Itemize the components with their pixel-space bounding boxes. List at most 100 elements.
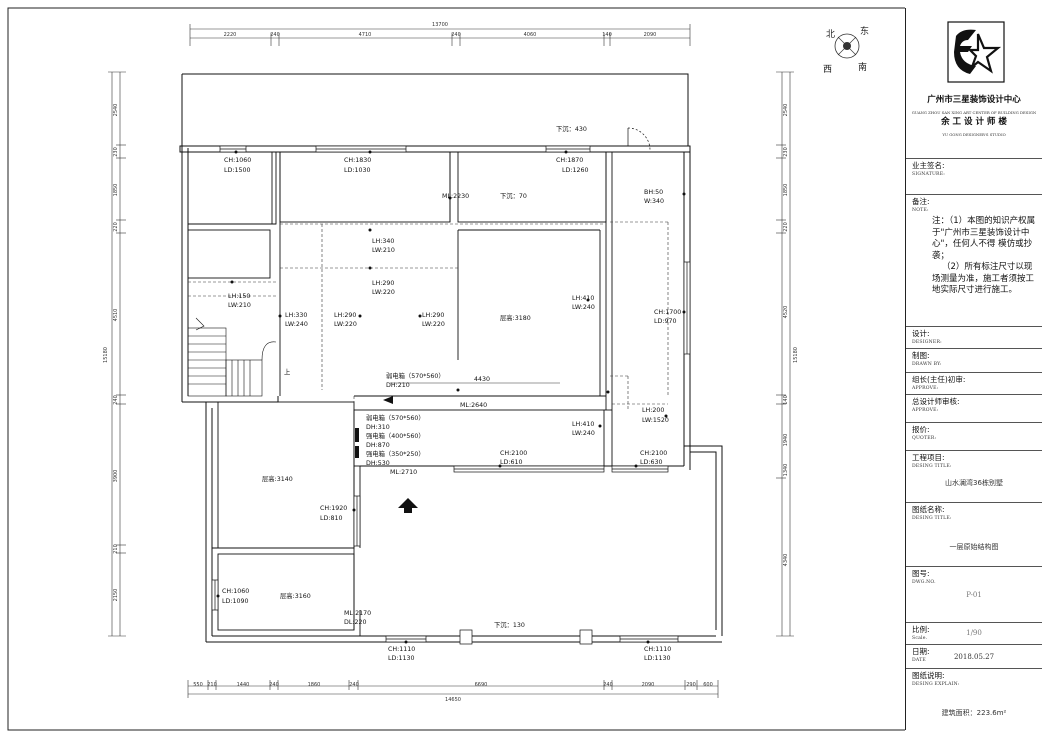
drawn-label-en: DRAWN BY: — [912, 362, 942, 367]
label-ld1130a: LD:1130 — [388, 655, 415, 662]
compass-icon: 北 东 西 南 — [823, 25, 869, 75]
label-ml2710: ML:2710 — [390, 469, 417, 476]
label-ld970: LD:970 — [654, 318, 677, 325]
label-ch1060: CH:1060 — [224, 157, 251, 164]
note-row: 备注: NOTE: — [906, 194, 1042, 326]
drawn-row: 制图: DRAWN BY: — [906, 348, 1042, 372]
dim-bottom-6: 240 — [349, 682, 359, 688]
floor-plan: 13700 2220 240 4710 240 4060 140 2090 55… — [7, 7, 905, 731]
plan-label-group: 下沉：430 CH:1060 LD:1500 CH:1830 LD:1030 C… — [222, 125, 681, 662]
label-w340: W:340 — [644, 198, 664, 205]
quoter-label: 报价: — [912, 425, 930, 434]
label-lh150: LH:150 — [228, 293, 250, 300]
compass-south: 南 — [858, 61, 867, 73]
drawing-row: 图纸名称: DESING TITLE: 一层原始结构图 — [906, 502, 1042, 566]
explain-label: 图纸说明: — [912, 671, 945, 680]
label-lw240c: LW:240 — [572, 430, 595, 437]
dim-left-1: 2540 — [113, 104, 119, 117]
windows — [211, 145, 691, 645]
label-lh290c: LH:290 — [422, 312, 444, 319]
compass-west: 西 — [823, 64, 832, 75]
chief-label: 总设计师审核: — [912, 397, 960, 406]
beam-lines — [188, 221, 669, 410]
dim-right-4: 220 — [783, 222, 789, 232]
drawing-label: 图纸名称: — [912, 505, 945, 514]
project-label-en: DESING TITLE: — [912, 464, 952, 469]
label-ld1500: LD:1500 — [224, 167, 251, 174]
dim-top-7: 2090 — [644, 32, 657, 38]
date-label-en: DATE — [912, 658, 926, 663]
label-ml2170: ML:2170 — [344, 610, 371, 617]
dim-right-7: 1940 — [783, 434, 789, 447]
label-lw210: LW:210 — [372, 247, 395, 254]
door-icon — [627, 127, 666, 151]
signature-label: 业主签名: — [912, 161, 945, 170]
dim-bottom-1: 550 — [193, 682, 203, 688]
label-ld1090: LD:1090 — [222, 598, 249, 605]
staircase-icon — [187, 317, 277, 397]
label-height-3160: 层高:3160 — [280, 591, 311, 600]
label-ch2100b: CH:2100 — [640, 450, 667, 457]
label-weak-box2: 弱电箱（570*560） — [366, 413, 425, 422]
label-lw1520: LW:1520 — [642, 417, 669, 424]
label-ld1030: LD:1030 — [344, 167, 371, 174]
label-height-3140: 层高:3140 — [262, 474, 293, 483]
label-ch1870: CH:1870 — [556, 157, 583, 164]
label-bh50: BH:50 — [644, 189, 663, 196]
project-label: 工程项目: — [912, 453, 945, 462]
dim-left-total: 15180 — [103, 347, 109, 363]
project-row: 工程项目: DESING TITLE: 山水澜湾36栋别墅 — [906, 450, 1042, 502]
label-ch1110a: CH:1110 — [388, 646, 415, 653]
dim-top-4: 240 — [451, 32, 461, 38]
chief-label-en: APPROVE: — [912, 408, 939, 413]
label-lh410: LH:410 — [572, 295, 594, 302]
compass-north: 北 — [826, 29, 835, 40]
studio-name: 余 工 设 计 师 楼 — [941, 117, 1007, 127]
label-dl220: DL:220 — [344, 619, 367, 626]
sheet-border — [7, 7, 905, 731]
label-lh340: LH:340 — [372, 238, 394, 245]
label-ld1260: LD:1260 — [562, 167, 589, 174]
label-lh290b: LH:290 — [334, 312, 356, 319]
dim-left-2: 230 — [113, 147, 119, 157]
designer-label-en: DESIGNER: — [912, 340, 942, 345]
electric-box-icon — [355, 396, 393, 458]
quoter-row: 报价: QUOTER: — [906, 422, 1042, 450]
dim-top-5: 4060 — [524, 32, 537, 38]
approve-label: 组长(主任)初审: — [912, 375, 966, 384]
designer-row: 设计: DESIGNER: — [906, 326, 1042, 348]
label-lw210b: LW:210 — [228, 302, 251, 309]
date-value: 2018.05.27 — [953, 653, 995, 661]
dim-bottom-total: 14650 — [445, 697, 461, 703]
note-text-1: 注：（1）本图的知识产权属于"广州市三星装饰设计中心"，任何人不得 模仿或抄袭； — [932, 216, 1036, 261]
signature-label-en: SIGNATURE: — [912, 172, 946, 177]
label-ld630: LD:630 — [640, 459, 663, 466]
approve-label-en: APPROVE: — [912, 386, 939, 391]
project-value: 山水澜湾36栋别墅 — [945, 479, 1003, 487]
dim-left-4: 220 — [113, 222, 119, 232]
interior-walls — [187, 151, 684, 636]
drawn-label: 制图: — [912, 351, 930, 360]
title-block: 广州市三星装饰设计中心 GUANG ZHOU SAN XING ART CENT… — [905, 8, 1042, 730]
label-ch1110b: CH:1110 — [644, 646, 671, 653]
dim-right-8: 1340 — [783, 464, 789, 477]
dim-left-8: 210 — [113, 544, 119, 554]
explain-row: 图纸说明: DESING EXPLAIN: 建筑面积：223.6m² — [906, 668, 1042, 730]
dim-top-total: 13700 — [432, 22, 448, 28]
label-sink-70: 下沉：70 — [500, 192, 527, 200]
dim-bottom-10: 290 — [686, 682, 696, 688]
label-lh290: LH:290 — [372, 280, 394, 287]
dwg-value: P-01 — [966, 591, 982, 599]
label-dh310: DH:310 — [366, 424, 390, 431]
label-ch1060b: CH:1060 — [222, 588, 249, 595]
dim-right-5: 4520 — [783, 306, 789, 319]
date-label: 日期: — [912, 647, 930, 656]
label-ld810: LD:810 — [320, 515, 343, 522]
label-sink-430: 下沉：430 — [556, 125, 587, 133]
left-dimension-chain — [108, 71, 126, 637]
studio-name-en: YU GONG DESIGNER'S STUDIO — [942, 132, 1006, 137]
label-ml2230: ML:2230 — [442, 193, 469, 200]
scale-value: 1/90 — [966, 629, 982, 637]
label-lh200: LH:200 — [642, 407, 664, 414]
